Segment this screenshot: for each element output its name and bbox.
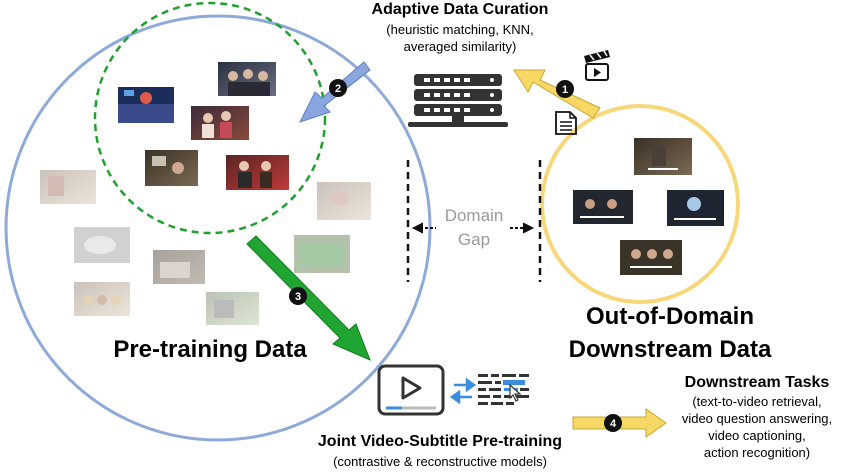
video-thumbnail bbox=[218, 62, 276, 96]
out-of-domain-label-line-1: Out-of-Domain bbox=[586, 303, 754, 330]
joint-pretraining-subtitle: (contrastive & reconstructive models) bbox=[333, 454, 547, 469]
video-thumbnail bbox=[667, 190, 724, 226]
video-thumbnail bbox=[74, 282, 130, 316]
downstream-tasks-title: Downstream Tasks bbox=[684, 374, 830, 391]
video-thumbnail bbox=[118, 87, 174, 123]
downstream-task-item: video question answering, bbox=[681, 411, 833, 426]
video-thumbnail bbox=[191, 106, 249, 140]
document-icon bbox=[555, 111, 577, 135]
step-2-number: 2 bbox=[335, 83, 341, 95]
step-4-badge: 4 bbox=[604, 414, 622, 432]
step-3-arrow bbox=[246, 235, 371, 361]
step-1-arrow bbox=[513, 69, 601, 119]
pretraining-video-thumbnails bbox=[40, 170, 371, 325]
downstream-task-item: action recognition) bbox=[703, 445, 811, 460]
video-thumbnail bbox=[317, 182, 371, 220]
curation-subtitle-line-2: averaged similarity) bbox=[403, 39, 517, 54]
downstream-task-item: video captioning, bbox=[708, 428, 806, 443]
cursor-icon bbox=[509, 383, 522, 402]
video-thumbnail bbox=[74, 227, 130, 263]
video-thumbnail bbox=[634, 138, 692, 175]
video-thumbnail bbox=[620, 240, 682, 275]
video-thumbnail bbox=[294, 235, 350, 273]
step-3-badge: 3 bbox=[289, 287, 307, 305]
step-2-badge: 2 bbox=[329, 79, 347, 97]
domain-gap-label-line-2: Gap bbox=[457, 230, 491, 249]
video-thumbnail bbox=[573, 190, 633, 224]
clapperboard-icon bbox=[584, 50, 610, 81]
curation-subtitle-line-1: (heuristic matching, KNN, bbox=[386, 22, 534, 37]
curated-subset-circle bbox=[93, 1, 327, 235]
video-thumbnail bbox=[206, 292, 259, 325]
pretraining-label: Pre-training Data bbox=[113, 336, 307, 363]
subtitle-lines-icon bbox=[478, 374, 529, 405]
domain-gap-arrows bbox=[411, 222, 535, 234]
curated-video-thumbnails bbox=[118, 62, 289, 190]
step-4-number: 4 bbox=[610, 418, 617, 430]
step-1-badge: 1 bbox=[556, 80, 574, 98]
server-icon bbox=[408, 74, 508, 127]
step-3-number: 3 bbox=[295, 291, 301, 303]
domain-gap-label-line-1: Domain bbox=[444, 206, 504, 225]
swap-arrows-icon bbox=[449, 377, 477, 405]
video-thumbnail bbox=[145, 150, 198, 186]
video-player-icon bbox=[377, 364, 445, 416]
curation-title: Adaptive Data Curation bbox=[371, 1, 549, 18]
downstream-task-item: (text-to-video retrieval, bbox=[692, 394, 822, 409]
out-of-domain-label-line-2: Downstream Data bbox=[568, 336, 772, 363]
joint-pretraining-title: Joint Video-Subtitle Pre-training bbox=[317, 433, 563, 450]
out-of-domain-circle bbox=[540, 104, 740, 304]
video-thumbnail bbox=[153, 250, 205, 284]
step-1-number: 1 bbox=[562, 84, 568, 96]
video-thumbnail bbox=[226, 155, 289, 190]
video-thumbnail bbox=[40, 170, 96, 204]
out-of-domain-video-thumbnails bbox=[573, 138, 724, 275]
